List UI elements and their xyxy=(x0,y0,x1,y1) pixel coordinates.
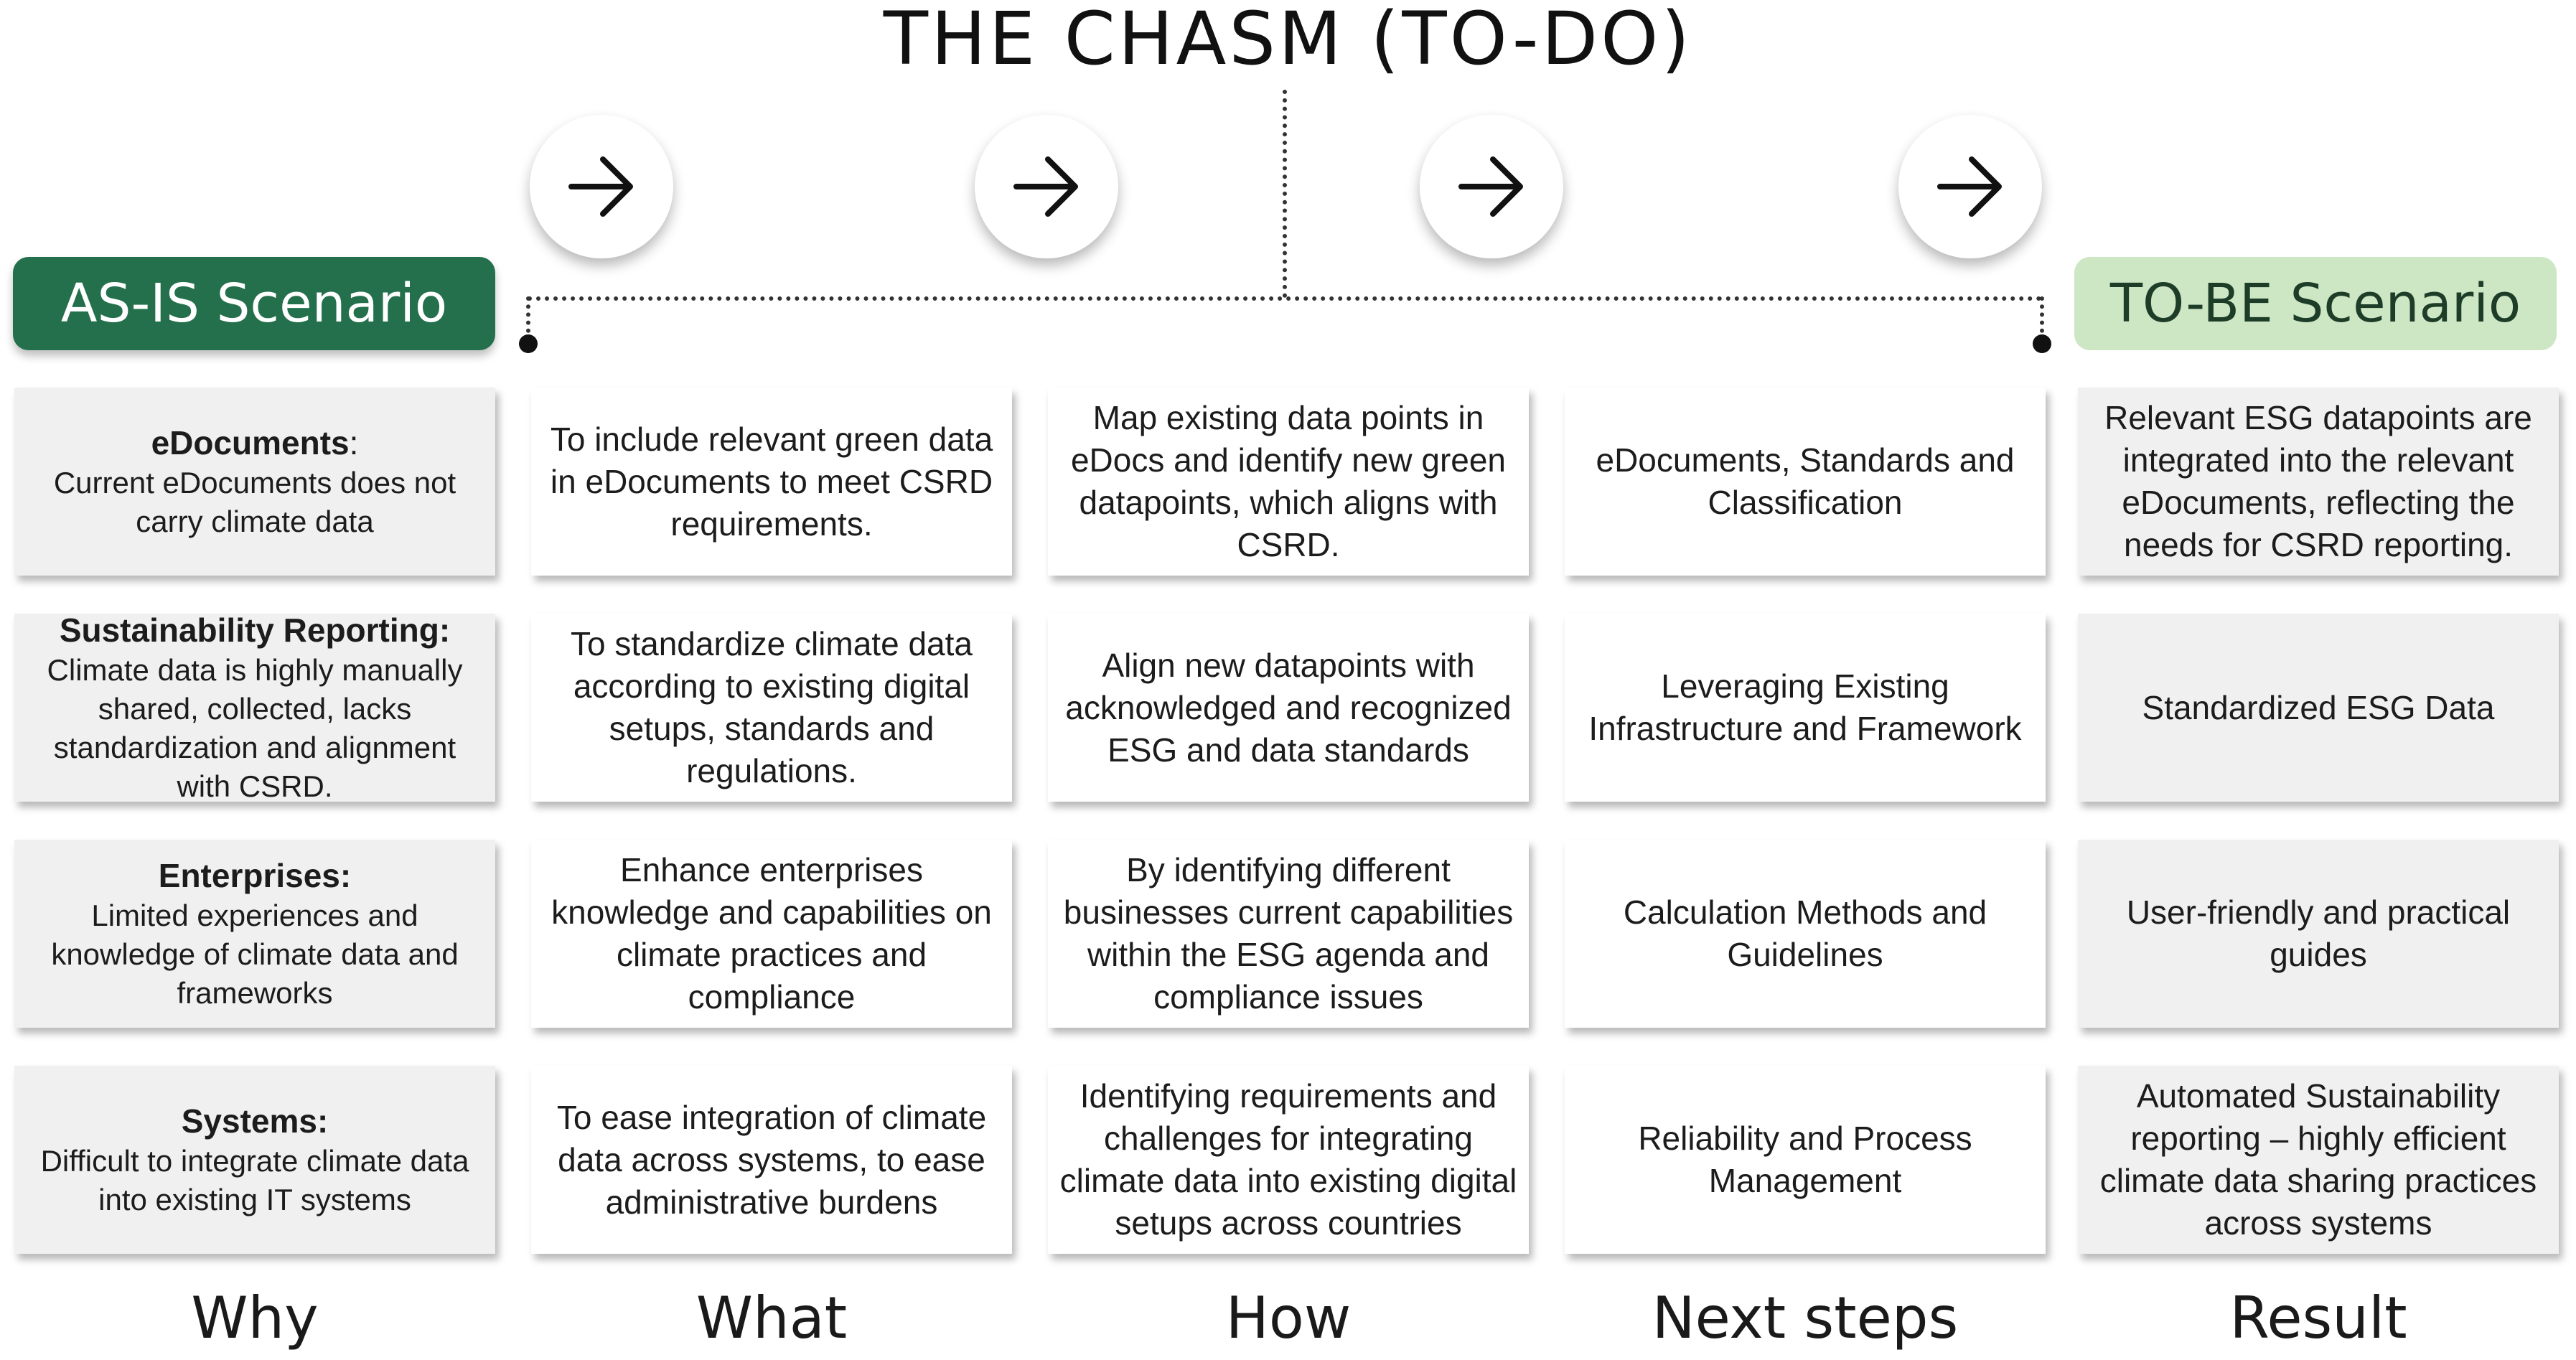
why-card-edocuments: eDocuments: Current eDocuments does not … xyxy=(14,388,495,576)
why-card-head: Systems: xyxy=(181,1102,329,1140)
page-title: THE CHASM (TO-DO) xyxy=(883,0,1693,82)
what-card: Enhance enterprises knowledge and capabi… xyxy=(531,840,1012,1028)
next-steps-card-text: Reliability and Process Management xyxy=(1638,1120,1972,1199)
arrow-right-icon xyxy=(1420,115,1563,258)
how-card-text: Identifying requirements and challenges … xyxy=(1059,1077,1517,1242)
how-card-text: Map existing data points in eDocs and id… xyxy=(1070,399,1507,563)
why-card-enterprises: Enterprises: Limited experiences and kno… xyxy=(14,840,495,1028)
result-card: User-friendly and practical guides xyxy=(2078,840,2559,1028)
next-steps-card-text: Calculation Methods and Guidelines xyxy=(1623,894,1987,973)
result-card-text: Relevant ESG datapoints are integrated i… xyxy=(2104,399,2532,563)
how-card: Map existing data points in eDocs and id… xyxy=(1048,388,1529,576)
chasm-left-drop xyxy=(526,296,530,341)
result-card-text: Automated Sustainability reporting – hig… xyxy=(2099,1077,2537,1242)
right-connector-dot xyxy=(2033,334,2051,353)
why-card-systems: Systems: Difficult to integrate climate … xyxy=(14,1066,495,1254)
next-steps-card: Leveraging Existing Infrastructure and F… xyxy=(1565,614,2046,802)
arrow-right-icon xyxy=(1898,115,2042,258)
arrow-right-icon xyxy=(975,115,1118,258)
arrow-right-icon xyxy=(530,115,673,258)
column-label-next-steps: Next steps xyxy=(1652,1285,1959,1351)
result-card-text: User-friendly and practical guides xyxy=(2126,894,2511,973)
how-card: By identifying different businesses curr… xyxy=(1048,840,1529,1028)
what-card: To include relevant green data in eDocum… xyxy=(531,388,1012,576)
next-steps-card: eDocuments, Standards and Classification xyxy=(1565,388,2046,576)
what-card-text: Enhance enterprises knowledge and capabi… xyxy=(551,851,992,1016)
what-card-text: To ease integration of climate data acro… xyxy=(556,1098,987,1221)
why-card-text: Current eDocuments does not carry climat… xyxy=(53,466,456,538)
what-card-text: To standardize climate data according to… xyxy=(571,625,973,789)
what-card: To ease integration of climate data acro… xyxy=(531,1066,1012,1254)
chasm-center-connector xyxy=(1283,90,1287,298)
column-label-result: Result xyxy=(2229,1285,2407,1351)
how-card: Align new datapoints with acknowledged a… xyxy=(1048,614,1529,802)
next-steps-card-text: Leveraging Existing Infrastructure and F… xyxy=(1588,667,2022,747)
why-card-head-suffix: : xyxy=(349,424,359,461)
why-card-head: Sustainability Reporting: xyxy=(59,611,451,649)
column-label-why: Why xyxy=(191,1285,319,1351)
next-steps-card: Calculation Methods and Guidelines xyxy=(1565,840,2046,1028)
why-card-text: Climate data is highly manually shared, … xyxy=(47,653,463,803)
next-steps-card: Reliability and Process Management xyxy=(1565,1066,2046,1254)
how-card-text: By identifying different businesses curr… xyxy=(1063,851,1514,1016)
how-card-text: Align new datapoints with acknowledged a… xyxy=(1065,646,1512,769)
chasm-right-drop xyxy=(2040,296,2044,341)
why-card-sustainability-reporting: Sustainability Reporting: Climate data i… xyxy=(14,611,495,803)
left-connector-dot xyxy=(519,334,538,353)
result-card: Relevant ESG datapoints are integrated i… xyxy=(2078,388,2559,576)
as-is-scenario-header: AS-IS Scenario xyxy=(13,257,495,350)
chasm-horizontal-connector xyxy=(528,296,2042,301)
why-card-head: eDocuments xyxy=(151,424,350,461)
column-label-what: What xyxy=(695,1285,848,1351)
how-card: Identifying requirements and challenges … xyxy=(1048,1066,1529,1254)
what-card-text: To include relevant green data in eDocum… xyxy=(550,420,993,543)
result-card: Automated Sustainability reporting – hig… xyxy=(2078,1066,2559,1254)
result-card-text: Standardized ESG Data xyxy=(2142,688,2495,726)
why-card-text: Limited experiences and knowledge of cli… xyxy=(51,899,459,1010)
what-card: To standardize climate data according to… xyxy=(531,614,1012,802)
next-steps-card-text: eDocuments, Standards and Classification xyxy=(1596,441,2015,521)
why-card-head: Enterprises: xyxy=(158,857,352,894)
why-card-text: Difficult to integrate climate data into… xyxy=(40,1144,469,1216)
to-be-scenario-header: TO-BE Scenario xyxy=(2074,257,2557,350)
column-label-how: How xyxy=(1225,1285,1352,1351)
result-card: Standardized ESG Data xyxy=(2078,614,2559,802)
